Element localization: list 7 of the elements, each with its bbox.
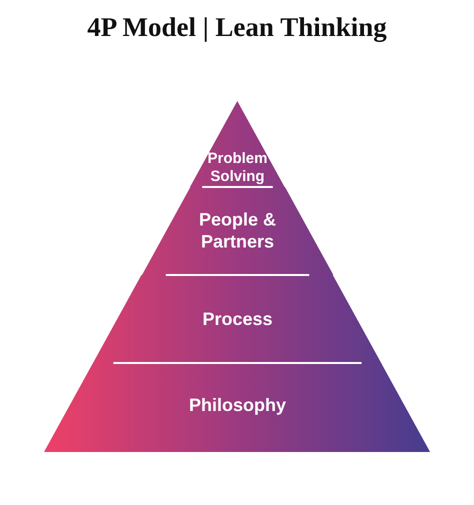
level-label: Process <box>202 309 273 331</box>
diagram-title: 4P Model | Lean Thinking <box>87 12 387 43</box>
level-label: People & Partners <box>198 209 277 253</box>
level-label: Philosophy <box>188 395 286 417</box>
pyramid-level <box>93 275 382 363</box>
level-label: Problem Solving <box>207 150 268 186</box>
pyramid-level <box>44 363 431 452</box>
